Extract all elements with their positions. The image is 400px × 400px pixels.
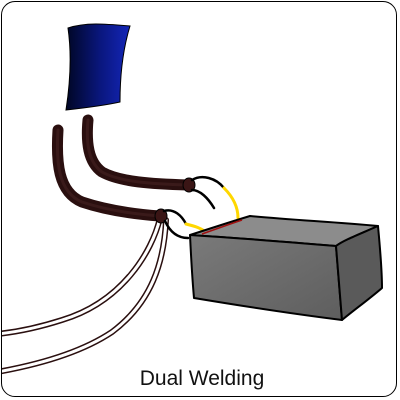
thick-cable-right bbox=[81, 114, 194, 191]
welding-illustration bbox=[2, 23, 383, 375]
box-front bbox=[189, 234, 343, 321]
wire-upper-1 bbox=[190, 176, 226, 190]
caption: Dual Welding bbox=[139, 367, 265, 390]
long-cable-inner bbox=[2, 217, 169, 375]
long-cable-outer bbox=[2, 215, 163, 337]
thick-cable-left bbox=[51, 124, 166, 222]
pipe-icon bbox=[65, 23, 131, 111]
wire-upper-hot bbox=[222, 186, 240, 220]
long-cable-inner-core bbox=[2, 218, 168, 373]
thick-cable-right-highlight bbox=[85, 118, 190, 187]
joint-upper bbox=[182, 177, 196, 193]
wire-lower-2 bbox=[163, 219, 190, 240]
long-cable-outer-core bbox=[2, 216, 162, 335]
wire-upper-2 bbox=[190, 188, 216, 210]
thick-cable-left-highlight bbox=[55, 128, 162, 218]
wire-lower-1 bbox=[162, 209, 188, 226]
box-side bbox=[335, 225, 383, 321]
joint-lower bbox=[154, 208, 168, 224]
box-top-red-edge bbox=[201, 219, 243, 235]
power-supply-box-icon bbox=[189, 215, 383, 321]
